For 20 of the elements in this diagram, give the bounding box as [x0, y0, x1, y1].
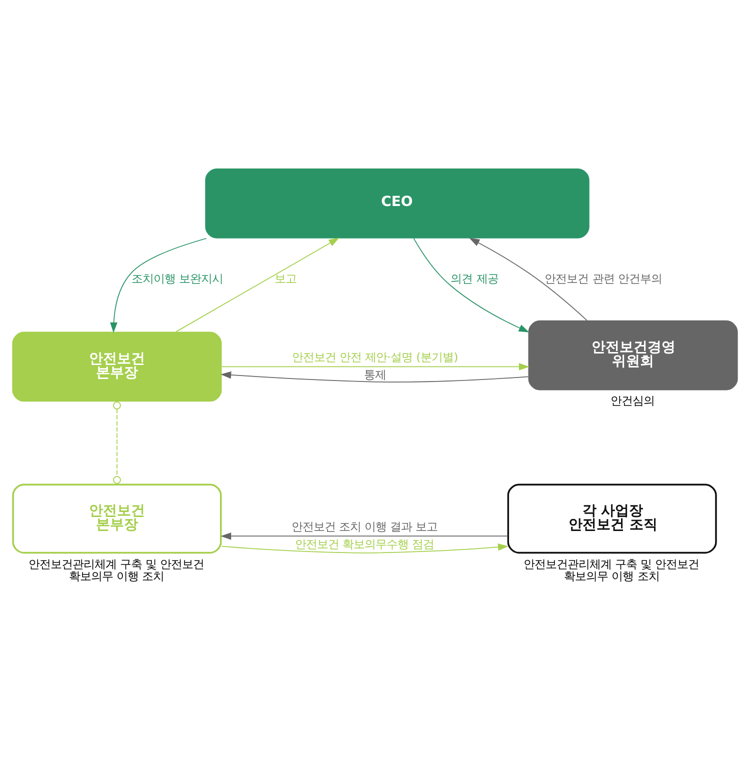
arrow [176, 238, 340, 332]
arrow [220, 532, 508, 540]
arrow [222, 363, 530, 370]
arrow [221, 543, 508, 554]
node-label: 안전보건관리체계 구축 및 안전보건 확보의무 이행 조치 [523, 556, 700, 584]
node-label: 안건심의 [610, 394, 654, 408]
arrow [413, 238, 530, 332]
connector [113, 401, 121, 484]
edge-label: 안전보건 조치 이행 결과 보고 [291, 519, 438, 534]
edge-label: 조치이행 보완지시 [131, 271, 224, 286]
edge-label: 안전보건 관련 안건부의 [544, 271, 662, 286]
edge-label: 통제 [364, 367, 386, 382]
edge-label: 안전보건 확보의무수행 점검 [294, 536, 434, 551]
arrow [220, 371, 529, 382]
edge-label: 안전보건 안전 제안·설명 (분기별) [292, 350, 458, 364]
edge-label: 의견 제공 [450, 271, 498, 286]
edge-label: 보고 [274, 271, 296, 286]
arrow [110, 238, 207, 333]
arrow [469, 238, 588, 321]
node-label: 안전보건관리체계 구축 및 안전보건 확보의무 이행 조치 [28, 556, 204, 584]
